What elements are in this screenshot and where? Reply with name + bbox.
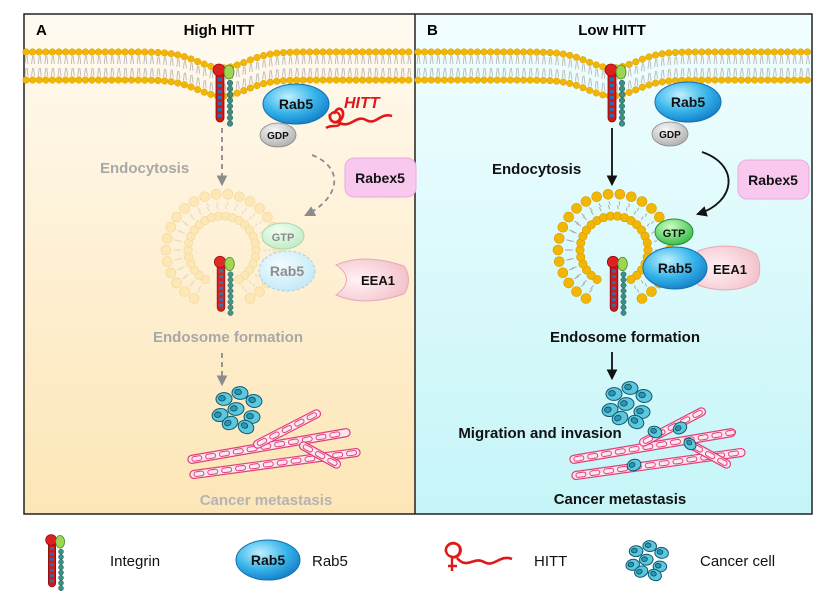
panel-a-title: High HITT bbox=[184, 22, 255, 39]
eea1-a-label: EEA1 bbox=[361, 273, 395, 288]
endocytosis-a-label: Endocytosis bbox=[100, 160, 189, 177]
migration-invasion-label: Migration and invasion bbox=[458, 425, 621, 442]
panel-b-letter: B bbox=[427, 22, 438, 39]
cancer-cell-legend-icon bbox=[625, 540, 669, 583]
gdp-a-label: GDP bbox=[267, 131, 289, 142]
integrin-a bbox=[213, 64, 234, 126]
cancer-metastasis-b-label: Cancer metastasis bbox=[554, 491, 687, 508]
integrin-legend-icon bbox=[46, 535, 65, 591]
legend-rab5-label: Rab5 bbox=[312, 553, 348, 570]
hitt-legend-icon bbox=[446, 543, 512, 571]
legend-hitt-label: HITT bbox=[534, 553, 567, 570]
panel-b-title: Low HITT bbox=[578, 22, 646, 39]
endocytosis-b-label: Endocytosis bbox=[492, 161, 581, 178]
hitt-a-label: HITT bbox=[344, 95, 381, 112]
rabex5-a-label: Rabex5 bbox=[355, 170, 405, 186]
rabex5-b-label: Rabex5 bbox=[748, 172, 798, 188]
integrin-endosome-a bbox=[214, 256, 234, 315]
legend-integrin-label: Integrin bbox=[110, 553, 160, 570]
eea1-b-label: EEA1 bbox=[713, 262, 747, 277]
legend: Integrin Rab5 Rab5 HITT Cancer cell bbox=[46, 535, 775, 591]
integrin-b bbox=[605, 64, 626, 126]
gtp-b-label: GTP bbox=[663, 228, 686, 240]
rab5-a-label: Rab5 bbox=[279, 96, 313, 112]
legend-cancer-cell-label: Cancer cell bbox=[700, 553, 775, 570]
panel-a-letter: A bbox=[36, 22, 47, 39]
cancer-metastasis-a-label: Cancer metastasis bbox=[200, 492, 333, 509]
legend-rab5-symbol-label: Rab5 bbox=[251, 552, 285, 568]
rab5-b-label: Rab5 bbox=[671, 94, 705, 110]
rab5-endosome-a-label: Rab5 bbox=[270, 263, 304, 279]
endosome-formation-a-label: Endosome formation bbox=[153, 329, 303, 346]
rab5-endosome-b-label: Rab5 bbox=[658, 260, 692, 276]
integrin-endosome-b bbox=[607, 256, 627, 315]
endosome-formation-b-label: Endosome formation bbox=[550, 329, 700, 346]
gdp-b-label: GDP bbox=[659, 130, 681, 141]
gtp-a-label: GTP bbox=[272, 232, 295, 244]
